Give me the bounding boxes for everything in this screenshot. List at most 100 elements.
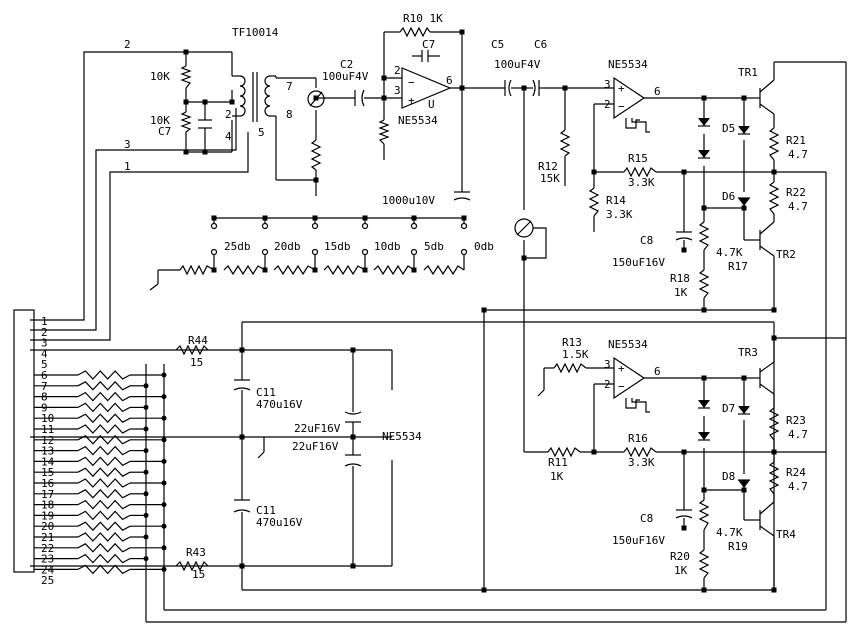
label-c2-val: 100uF4V bbox=[322, 70, 369, 83]
resistor-r11 bbox=[547, 446, 581, 458]
junction-dot bbox=[161, 415, 167, 421]
label-c11b-val: 470u16V bbox=[256, 516, 303, 529]
junction-dot bbox=[183, 99, 189, 105]
label-att-20db: 20db bbox=[274, 240, 301, 253]
connector-resistor-9 bbox=[77, 402, 131, 413]
resistor-r17 bbox=[698, 221, 710, 251]
junction-dot bbox=[741, 95, 747, 101]
connector-resistor-21 bbox=[77, 532, 131, 542]
resistor-r10 bbox=[399, 26, 431, 38]
label-u1-pin2: 2 bbox=[394, 64, 401, 77]
label-r24: R24 bbox=[786, 466, 806, 479]
attenuator-switch-contacts bbox=[210, 222, 468, 256]
junction-dot bbox=[161, 566, 167, 572]
junction-dot bbox=[591, 169, 597, 175]
junction-dot bbox=[161, 523, 167, 529]
label-c1000: 1000u10V bbox=[382, 194, 435, 207]
label-u2: NE5534 bbox=[608, 58, 648, 71]
resistor-r24 bbox=[768, 461, 780, 495]
pin-label-12: 12 bbox=[41, 434, 54, 447]
junction-dot bbox=[411, 215, 417, 221]
resistor-att-4 bbox=[323, 264, 366, 276]
junction-dot bbox=[362, 267, 368, 273]
junction-dot bbox=[239, 434, 245, 440]
junction-dot bbox=[459, 29, 465, 35]
label-c11a-val: 470u16V bbox=[256, 398, 303, 411]
junction-dot bbox=[143, 491, 149, 497]
pin-label-9: 9 bbox=[41, 401, 48, 414]
junction-dot bbox=[143, 448, 149, 454]
label-att-15db: 15db bbox=[324, 240, 351, 253]
junction-dot bbox=[681, 449, 687, 455]
pin-label-24: 24 bbox=[41, 563, 55, 576]
resistor-r22 bbox=[768, 181, 780, 215]
wires bbox=[30, 31, 847, 623]
label-r12-val: 15K bbox=[540, 172, 560, 185]
junction-dot bbox=[350, 347, 356, 353]
junction-dot bbox=[701, 375, 707, 381]
label-c22b: 22uF16V bbox=[292, 440, 339, 453]
junction-dot bbox=[701, 487, 707, 493]
junction-dot bbox=[143, 404, 149, 410]
diodes bbox=[698, 118, 750, 488]
pin-label-13: 13 bbox=[41, 445, 54, 458]
label-r14: R14 bbox=[606, 194, 626, 207]
label-c8a: C8 bbox=[640, 234, 653, 247]
junction-dot bbox=[183, 149, 189, 155]
junction-dot bbox=[229, 99, 235, 105]
label-r16: R16 bbox=[628, 432, 648, 445]
opamp-u3 bbox=[613, 356, 646, 400]
junction-dot bbox=[591, 449, 597, 455]
label-r43: R43 bbox=[186, 546, 206, 559]
label-tf-pin8: 8 bbox=[286, 108, 293, 121]
label-tr4: TR4 bbox=[776, 528, 796, 541]
label-u1-minus: − bbox=[408, 76, 415, 89]
connector-resistor-8 bbox=[77, 391, 131, 402]
resistor-tf-10k-bottom bbox=[180, 111, 192, 133]
junction-dot bbox=[312, 267, 318, 273]
label-u-letter: U bbox=[428, 98, 435, 111]
label-u2-plus: + bbox=[618, 82, 625, 95]
label-d5: D5 bbox=[722, 122, 735, 135]
label-r11: R11 bbox=[548, 456, 568, 469]
label-c56-val: 100uF4V bbox=[494, 58, 541, 71]
label-c7-top: C7 bbox=[422, 38, 435, 51]
label-r23: R23 bbox=[786, 414, 806, 427]
pin-label-18: 18 bbox=[41, 499, 54, 512]
label-r13-val: 1.5K bbox=[562, 348, 589, 361]
connector-resistor-7 bbox=[77, 380, 131, 391]
resistor-tf-secondary bbox=[310, 139, 322, 171]
label-r11-val: 1K bbox=[550, 470, 564, 483]
junction-dot bbox=[771, 307, 777, 313]
label-u3-pin3: 3 bbox=[604, 358, 611, 371]
label-tf-pin5: 5 bbox=[258, 126, 265, 139]
resistor-r18 bbox=[698, 269, 710, 299]
label-wire2: 2 bbox=[124, 38, 131, 51]
label-u2-pin3: 3 bbox=[604, 78, 611, 91]
label-d7: D7 bbox=[722, 402, 735, 415]
pin-label-23: 23 bbox=[41, 553, 54, 566]
label-d6: D6 bbox=[722, 190, 735, 203]
resistor-r43 bbox=[175, 560, 209, 572]
label-tr3: TR3 bbox=[738, 346, 758, 359]
pin-label-1: 1 bbox=[41, 315, 48, 328]
resistor-att-2 bbox=[223, 264, 266, 276]
label-r21-val: 4.7 bbox=[788, 148, 808, 161]
pin-label-16: 16 bbox=[41, 477, 54, 490]
label-tf-r2: 10K bbox=[150, 114, 170, 127]
connector-db25 bbox=[13, 309, 35, 573]
label-r14-val: 3.3K bbox=[606, 208, 633, 221]
pin-label-4: 4 bbox=[41, 347, 48, 360]
junction-dot bbox=[701, 205, 707, 211]
connector-resistor-16 bbox=[77, 478, 131, 488]
label-r43-val: 15 bbox=[192, 568, 205, 581]
label-tf-r1: 10K bbox=[150, 70, 170, 83]
junction-dot bbox=[481, 587, 487, 593]
resistor-att-6 bbox=[423, 264, 465, 276]
switch-contact-0 bbox=[210, 222, 218, 230]
label-u-supply: NE5534 bbox=[382, 430, 422, 443]
connector-resistor-15 bbox=[77, 467, 131, 478]
label-r24-val: 4.7 bbox=[788, 480, 808, 493]
pin-label-25: 25 bbox=[41, 574, 54, 587]
